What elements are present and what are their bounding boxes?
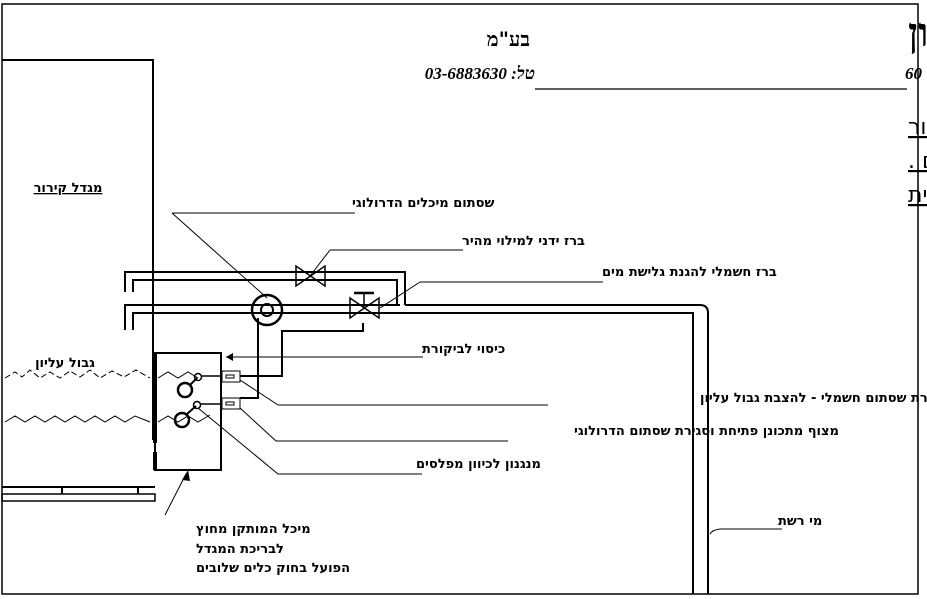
water-level <box>4 415 151 423</box>
pipes <box>124 271 709 594</box>
address: רחוב: שתולים 60 <box>905 64 927 83</box>
tank-label-line-3: הפועל בחוק כלים שלובים <box>196 561 350 576</box>
tank-label-line-2: לבריכת המגדל <box>196 542 284 557</box>
electric-valve <box>349 291 380 320</box>
upper-limit-label: גבול עליון <box>35 356 95 371</box>
callouts: שסתום מיכלים הדרולוגי ברז ידני למילוי מה… <box>164 196 927 576</box>
title-line-2: למניעת ביזבוז מים . <box>908 149 927 174</box>
float-mechanism-label: מנגנון לכיוון מפלסים <box>416 457 541 472</box>
float-ball-lower <box>173 411 191 429</box>
title-line-1: מערכת הדראולית משופרת להספקת מים למגדלי … <box>908 115 927 140</box>
mains-water-label: מי רשת <box>778 514 822 529</box>
float-switch-hydraulic <box>221 397 241 410</box>
float-switch-electric <box>221 370 241 383</box>
tank-label-line-1: מיכל המותקן מחוץ <box>196 522 311 537</box>
company-suffix: בע"מ <box>487 27 530 51</box>
electric-valve-label: ברז חשמלי להגנת גלישת מים <box>602 265 777 280</box>
company-name: מגדלי קירור שרון <box>908 9 927 56</box>
drawing-frame <box>1 3 919 595</box>
hydraulic-valve <box>250 293 284 327</box>
float-hydraulic-label: מצוף מתכונן פתיחת וסגירת שסתום הדרולוגי <box>574 424 839 439</box>
manual-valve <box>295 264 326 288</box>
float-ball-upper <box>176 381 194 399</box>
hydraulic-valve-label: שסתום מיכלים הדרולוגי <box>352 196 494 211</box>
float-electric-label: מצוף מתכונן לפתיחת וסגירת שסתום חשמלי - … <box>700 391 927 406</box>
phone: טל: 03-6883630 <box>425 64 535 83</box>
tower-label: מגדל קירור <box>34 181 103 196</box>
manual-valve-label: ברז ידני למילוי מהיר <box>462 234 585 249</box>
inspection-cover-label: כיסוי לביקורת <box>422 342 505 357</box>
header: מגדלי קירור שרון בע"מ רחוב: שתולים 60 טל… <box>425 9 927 208</box>
external-tank <box>153 352 241 471</box>
upper-water-level <box>4 369 151 379</box>
title-line-3: ובנוסף מערכת גיבוי חשמלית <box>908 183 927 208</box>
